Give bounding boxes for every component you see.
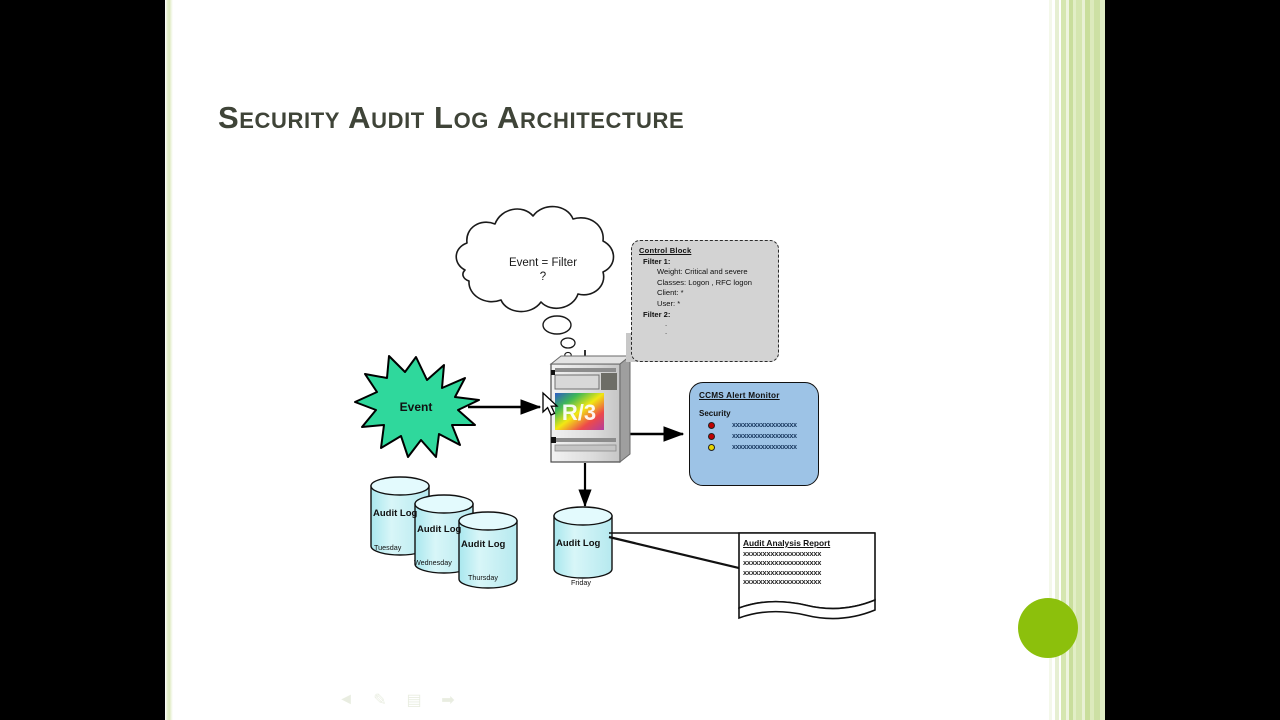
control-block-filter1-line-3: User: * (657, 298, 681, 308)
audit-log-label-wednesday: Audit Log (417, 524, 462, 535)
alert-severity-dot-icon (708, 433, 715, 440)
thought-bubble-line1: Event = Filter (508, 257, 578, 269)
audit-log-day-friday: Friday (571, 578, 591, 587)
menu-icon[interactable]: ▤ (406, 692, 422, 709)
alert-severity-dot-icon (708, 444, 715, 451)
audit-log-day-thursday: Thursday (468, 573, 498, 582)
audit-log-label-tuesday: Audit Log (373, 508, 418, 519)
r3-logo-text: R/3 (562, 400, 596, 425)
thought-bubble-line2: ? (539, 271, 547, 283)
report-header: Audit Analysis Report (743, 538, 831, 548)
control-block-dot-0: . (665, 319, 668, 329)
presentation-slide: Security Audit Log Architecture (165, 0, 1105, 720)
audit-log-label-friday: Audit Log (556, 538, 601, 549)
report-line-1: xxxxxxxxxxxxxxxxxxxx (743, 558, 822, 568)
ccms-alert-text: xxxxxxxxxxxxxxxxxx (732, 433, 797, 440)
control-block-filter1-line-0: Weight: Critical and severe (657, 267, 748, 277)
ccms-alert-row: xxxxxxxxxxxxxxxxxx (699, 433, 809, 440)
page-title: Security Audit Log Architecture (218, 100, 685, 135)
ccms-alert-text: xxxxxxxxxxxxxxxxxx (732, 444, 797, 451)
audit-log-day-tuesday: Tuesday (374, 543, 402, 552)
ccms-alert-row: xxxxxxxxxxxxxxxxxx (699, 422, 809, 429)
control-block-dot-1: . (665, 327, 668, 337)
next-slide-icon[interactable]: ➡ (441, 692, 455, 709)
left-decorative-stripe (165, 0, 173, 720)
decorative-circle (1018, 598, 1078, 658)
previous-slide-icon[interactable]: ◄ (338, 691, 354, 708)
audit-analysis-report-document (738, 532, 876, 620)
ccms-alert-monitor: CCMS Alert Monitor Security xxxxxxxxxxxx… (689, 382, 819, 486)
audit-report-text: Audit Analysis Report xxxxxxxxxxxxxxxxxx… (743, 538, 868, 587)
ccms-alert-text: xxxxxxxxxxxxxxxxxx (732, 422, 797, 429)
audit-log-day-wednesday: Wednesday (414, 558, 452, 567)
sap-server-tower: R/3 (549, 354, 632, 464)
pen-icon[interactable]: ✎ (373, 692, 387, 709)
report-line-2: xxxxxxxxxxxxxxxxxxxx (743, 567, 822, 577)
alert-severity-dot-icon (708, 422, 715, 429)
control-block: Control Block Filter 1: Weight: Critical… (631, 240, 779, 362)
audit-log-label-thursday: Audit Log (461, 539, 506, 550)
architecture-diagram: R/3 (354, 205, 876, 620)
slideshow-toolbar[interactable]: ◄ ✎ ▤ ➡ (337, 691, 457, 709)
event-starburst (354, 355, 480, 458)
audit-log-cylinder-thursday (458, 511, 518, 589)
control-block-filter2-label: Filter 2: (643, 309, 671, 319)
right-decorative-stripes (1045, 0, 1105, 720)
control-block-filter1-line-2: Client: * (657, 288, 684, 298)
report-line-3: xxxxxxxxxxxxxxxxxxxx (743, 577, 822, 587)
ccms-section-label: Security (699, 409, 731, 418)
ccms-header: CCMS Alert Monitor (699, 391, 780, 400)
event-label: Event (399, 400, 433, 414)
report-line-0: xxxxxxxxxxxxxxxxxxxx (743, 548, 822, 558)
mouse-cursor-icon (542, 391, 559, 416)
control-block-filter1-label: Filter 1: (643, 256, 671, 266)
control-block-header: Control Block (639, 246, 692, 255)
audit-log-cylinder-friday (553, 506, 613, 579)
thought-bubble-text: Event = Filter ? (483, 256, 603, 284)
control-block-filter1-line-1: Classes: Logon , RFC logon (657, 277, 752, 287)
ccms-alert-row: xxxxxxxxxxxxxxxxxx (699, 444, 809, 451)
